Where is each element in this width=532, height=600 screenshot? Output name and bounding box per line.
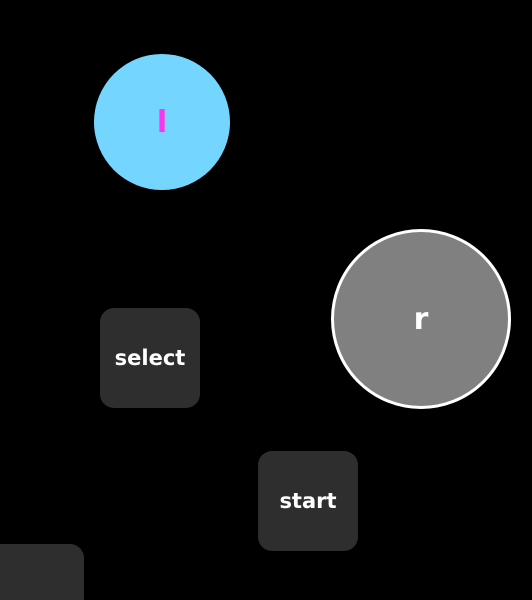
offscreen-button[interactable] — [0, 544, 84, 600]
start-button-label: start — [279, 489, 337, 513]
l-button-label: l — [156, 104, 168, 140]
start-button[interactable]: start — [258, 451, 358, 551]
select-button-label: select — [114, 346, 186, 370]
select-button[interactable]: select — [100, 308, 200, 408]
l-button[interactable]: l — [94, 54, 230, 190]
r-button[interactable]: r — [331, 229, 511, 409]
r-button-label: r — [413, 301, 429, 337]
